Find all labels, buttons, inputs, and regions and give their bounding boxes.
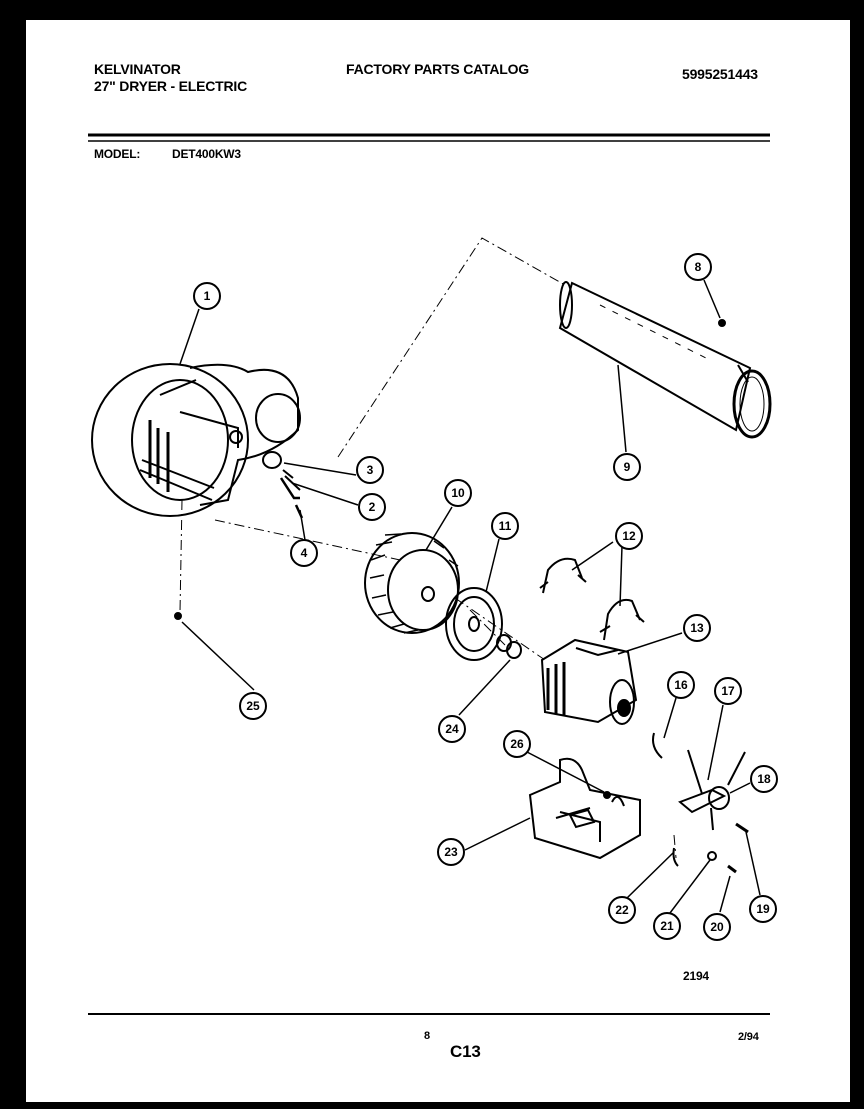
callout-19 [749,895,777,923]
idler-fasteners [672,822,749,874]
product-description: 27" DRYER - ELECTRIC [94,78,248,94]
callout-label: 2 [369,500,376,514]
callout-8 [684,253,712,281]
blower-fasteners [229,430,304,519]
callout-label: 11 [499,519,512,533]
motor-mount-part [528,757,641,860]
callout-label: 16 [674,678,688,692]
callout-25 [239,692,267,720]
section-code: C13 [450,1042,481,1061]
callout-17 [714,677,742,705]
callout-label: 8 [695,260,702,274]
callout-label: 17 [721,684,735,698]
bearing-part [496,634,522,659]
mount-screw-part [603,791,611,799]
callout-circles [193,253,778,941]
heater-screw-part [718,319,726,327]
model-label: MODEL: [94,147,141,161]
callout-2 [358,493,386,521]
page-number: 8 [424,1030,430,1042]
callout-18 [750,765,778,793]
catalog-title: FACTORY PARTS CATALOG [346,61,529,77]
callout-20 [703,913,731,941]
callout-10 [444,479,472,507]
callout-1 [193,282,221,310]
callout-label: 20 [710,920,724,934]
callout-12 [615,522,643,550]
callout-label: 18 [757,772,771,786]
callout-label: 9 [624,460,631,474]
idler-pulley-part [445,587,503,661]
drive-motor-part [540,638,638,725]
motor-clamps-part [539,557,645,641]
callout-label: 23 [444,845,458,859]
callout-label: 22 [615,903,629,917]
callout-3 [356,456,384,484]
callout-13 [683,614,711,642]
catalog-page: KELVINATOR 27" DRYER - ELECTRIC FACTORY … [26,20,850,1102]
callout-9 [613,453,641,481]
callout-label: 10 [451,486,465,500]
callout-label: 19 [756,902,770,916]
idler-arm-part [678,749,746,831]
callout-label: 1 [204,289,211,303]
callout-label: 25 [246,699,260,713]
callout-22 [608,896,636,924]
heater-duct-part [558,281,772,439]
callout-label: 3 [367,463,374,477]
blower-housing-part [91,363,301,517]
callout-23 [437,838,465,866]
callout-11 [491,512,519,540]
callout-label: 12 [622,529,636,543]
callout-21 [653,912,681,940]
housing-screw-part [174,612,182,620]
callout-label: 4 [301,546,308,560]
callout-numbers: 1 2 3 4 8 9 10 11 12 13 16 17 18 19 20 2… [204,260,771,934]
callout-label: 13 [690,621,704,635]
blower-wheel-part [364,532,460,634]
callout-16 [667,671,695,699]
catalog-number: 5995251443 [682,66,758,82]
brand-name: KELVINATOR [94,61,181,77]
callout-4 [290,539,318,567]
switch-wire-part [652,732,663,759]
diagram-code: 2194 [683,969,709,983]
model-number: DET400KW3 [172,147,241,161]
callout-label: 26 [510,737,524,751]
callout-26 [503,730,531,758]
callout-24 [438,715,466,743]
revision-date: 2/94 [738,1031,759,1043]
leader-lines [179,279,761,914]
callout-label: 24 [445,722,459,736]
callout-label: 21 [660,919,674,933]
